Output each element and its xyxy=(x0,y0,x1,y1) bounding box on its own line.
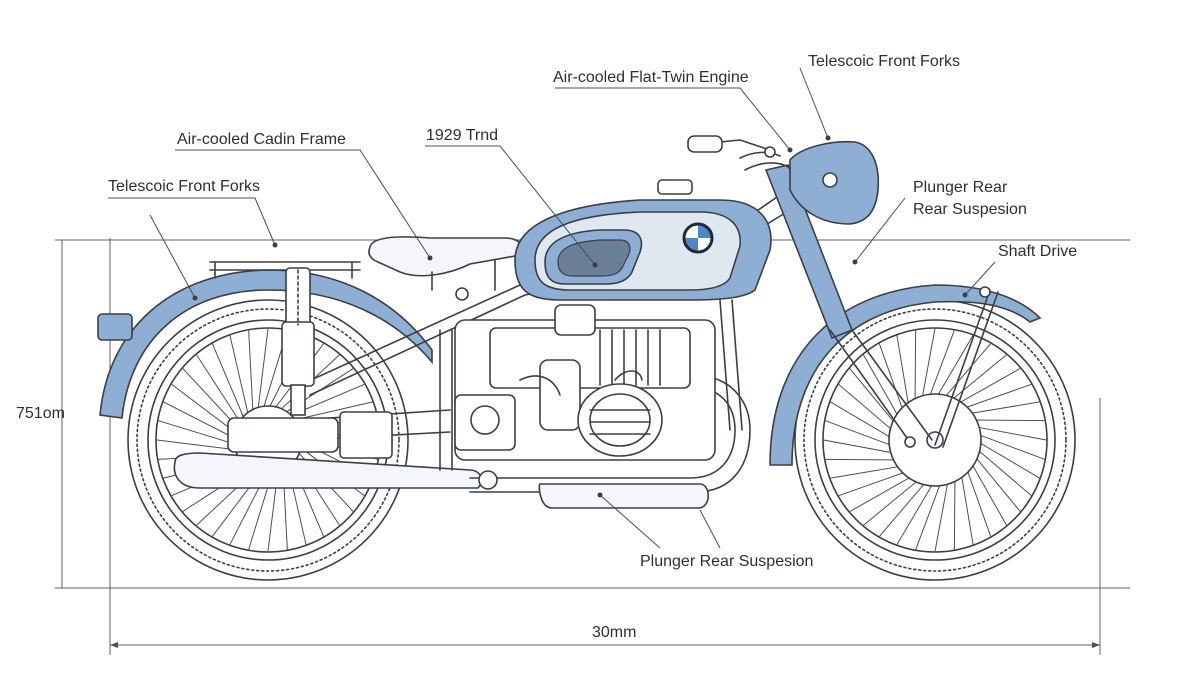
width-dimension-label: 30mm xyxy=(592,624,636,641)
wheel-spoke xyxy=(972,425,1048,441)
wheel-spoke xyxy=(896,479,936,546)
label-year: 1929 Trnd xyxy=(426,127,498,144)
label-engine-top: Air-cooled Flat-Twin Engine xyxy=(553,69,749,86)
engine xyxy=(454,304,716,461)
wheel-spoke xyxy=(829,401,896,441)
label-plunger-right-line1: Plunger Rear xyxy=(913,179,1008,196)
wheel-spoke xyxy=(211,342,246,421)
wheel-spoke xyxy=(822,439,898,455)
label-forks-top: Telescoic Front Forks xyxy=(808,53,960,70)
wheel-spoke xyxy=(848,474,916,513)
wheel-spoke xyxy=(960,383,1033,410)
rear-shock xyxy=(281,267,315,416)
front-forks xyxy=(764,164,999,448)
wheel-spoke xyxy=(960,470,974,546)
wheel-spoke xyxy=(157,419,239,446)
leader-lines xyxy=(108,67,996,549)
wheel-spoke xyxy=(914,329,917,406)
wheel-spoke xyxy=(934,334,974,401)
labels: Air-cooled Flat-Twin Engine Telescoic Fr… xyxy=(108,53,1077,570)
wheel-spoke xyxy=(862,477,922,527)
wheel-spoke xyxy=(837,470,910,497)
rear-fender xyxy=(97,261,433,419)
wheel-spoke xyxy=(195,353,243,426)
wheel-spoke xyxy=(974,446,1033,497)
wheel-spoke xyxy=(896,334,910,410)
wheel-spoke xyxy=(974,439,1041,479)
wheel-spoke xyxy=(972,453,1022,513)
wheel-spoke xyxy=(954,367,1022,406)
wheel-spoke xyxy=(248,329,254,415)
label-forks-left: Telescoic Front Forks xyxy=(108,178,260,195)
wheel-spoke xyxy=(941,342,992,401)
wheel-spoke xyxy=(934,477,950,553)
label-frame: Air-cooled Cadin Frame xyxy=(177,131,346,148)
wheel-spoke xyxy=(824,419,896,448)
height-dimension-label: 751om xyxy=(16,405,65,422)
wheel-spoke xyxy=(829,465,905,479)
wheel-spoke xyxy=(837,383,896,434)
exhaust xyxy=(173,375,751,509)
wheel-spoke xyxy=(914,479,943,551)
wheel-spoke xyxy=(862,353,901,421)
wheel-spoke xyxy=(155,439,240,451)
headlamp xyxy=(789,140,880,225)
wheel-spoke xyxy=(969,419,1046,422)
wheel-spoke xyxy=(229,334,250,418)
wheel-spoke xyxy=(953,474,956,551)
wheel-spoke xyxy=(927,329,956,401)
wheel-spoke xyxy=(920,327,936,403)
wheel-spoke xyxy=(969,459,1008,527)
wheel-spoke xyxy=(162,401,239,441)
handlebar xyxy=(687,135,791,171)
wheel-spoke xyxy=(965,401,1041,415)
label-shaft-drive: Shaft Drive xyxy=(998,243,1077,260)
wheel-spoke xyxy=(257,327,269,412)
wheel-spoke xyxy=(965,465,992,538)
wheel-spoke xyxy=(824,458,901,461)
wheel-spoke xyxy=(878,342,905,415)
label-plunger-bottom: Plunger Rear Suspesion xyxy=(640,553,813,570)
label-plunger-right-line2: Rear Suspesion xyxy=(913,201,1027,218)
fuel-tank xyxy=(514,179,772,301)
wheel-spoke xyxy=(974,432,1046,461)
seat xyxy=(368,236,523,301)
wheel-spoke xyxy=(878,479,929,538)
wheel-spoke xyxy=(848,367,898,427)
wheel-spoke xyxy=(948,353,1008,403)
